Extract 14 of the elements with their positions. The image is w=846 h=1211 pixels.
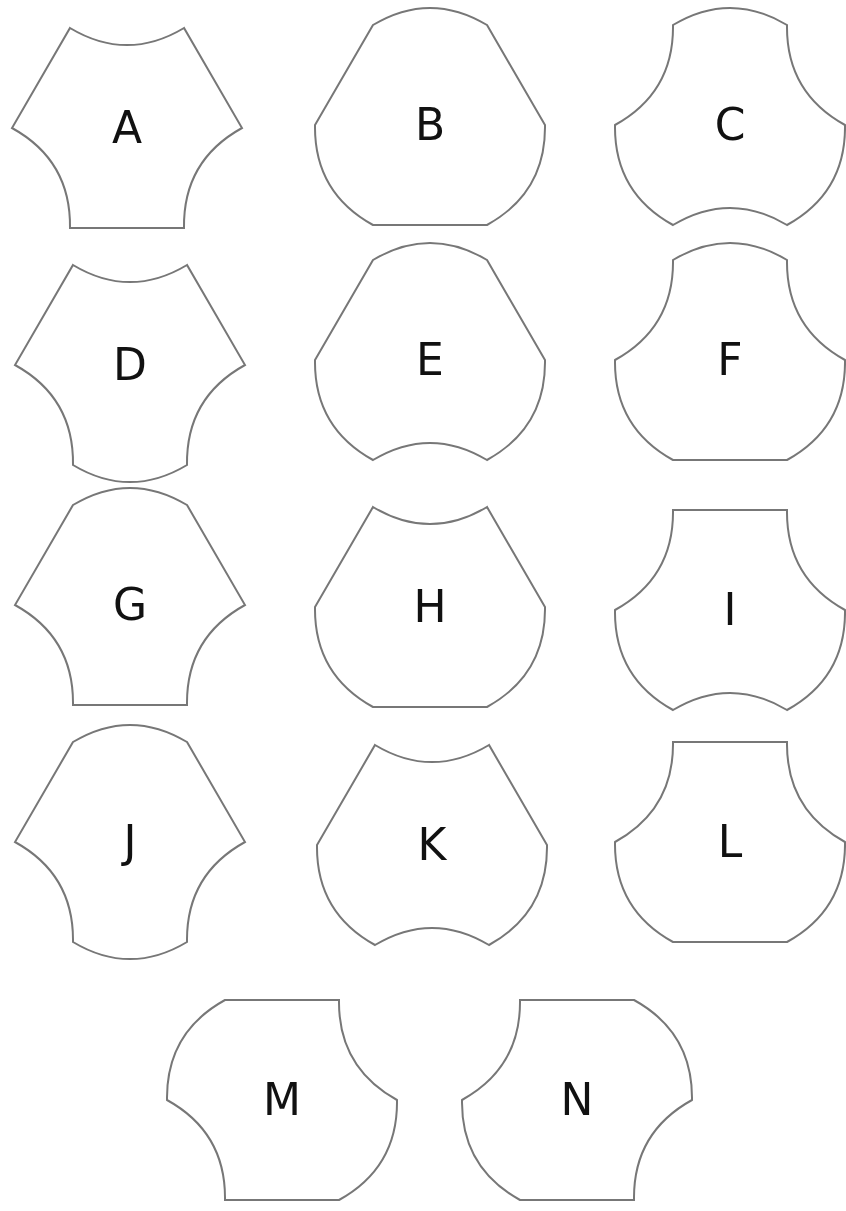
letter-label: G	[112, 583, 148, 627]
letter-label: K	[417, 823, 447, 867]
letter-label: L	[717, 820, 743, 864]
letter-label: I	[723, 588, 737, 632]
letter-label: M	[263, 1078, 301, 1122]
letter-label: F	[717, 338, 743, 382]
letter-label: A	[111, 106, 143, 150]
letter-label: J	[123, 820, 137, 864]
letter-label: D	[113, 343, 147, 387]
letter-label: N	[560, 1078, 594, 1122]
letter-label: H	[413, 585, 447, 629]
letter-label: C	[714, 103, 746, 147]
letter-label: B	[414, 103, 446, 147]
letter-label: E	[416, 338, 444, 382]
